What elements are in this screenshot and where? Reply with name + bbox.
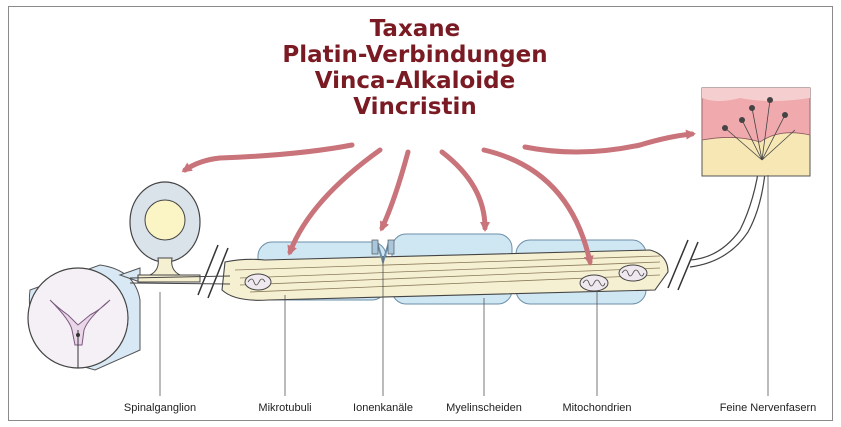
- drug-vincristin: Vincristin: [240, 94, 590, 120]
- spinal-cord: [28, 265, 140, 370]
- drug-vinca: Vinca-Alkaloide: [240, 68, 590, 94]
- arrow-to-ganglion: [185, 145, 352, 170]
- label-mikrotubuli: Mikrotubuli: [258, 402, 311, 414]
- arrow-to-myelinscheiden: [442, 152, 485, 228]
- drug-taxane: Taxane: [240, 16, 590, 42]
- label-ionenkanaele: Ionenkanäle: [353, 402, 413, 414]
- arrow-to-mikrotubuli: [290, 150, 380, 252]
- arrow-to-nervenfasern: [525, 134, 692, 152]
- drug-list-title: Taxane Platin-Verbindungen Vinca-Alkaloi…: [240, 16, 590, 120]
- skin-block: [702, 88, 810, 176]
- drug-platin: Platin-Verbindungen: [240, 42, 590, 68]
- label-myelinscheiden: Myelinscheiden: [446, 402, 522, 414]
- label-spinalganglion: Spinalganglion: [124, 402, 196, 414]
- ganglion: [130, 182, 200, 282]
- axon-break-right: [668, 240, 698, 290]
- label-nervenfasern: Feine Nervenfasern: [720, 402, 817, 414]
- label-mitochondrien: Mitochondrien: [562, 402, 631, 414]
- axon: [130, 160, 766, 300]
- arrow-to-ionenkanaele: [382, 152, 408, 228]
